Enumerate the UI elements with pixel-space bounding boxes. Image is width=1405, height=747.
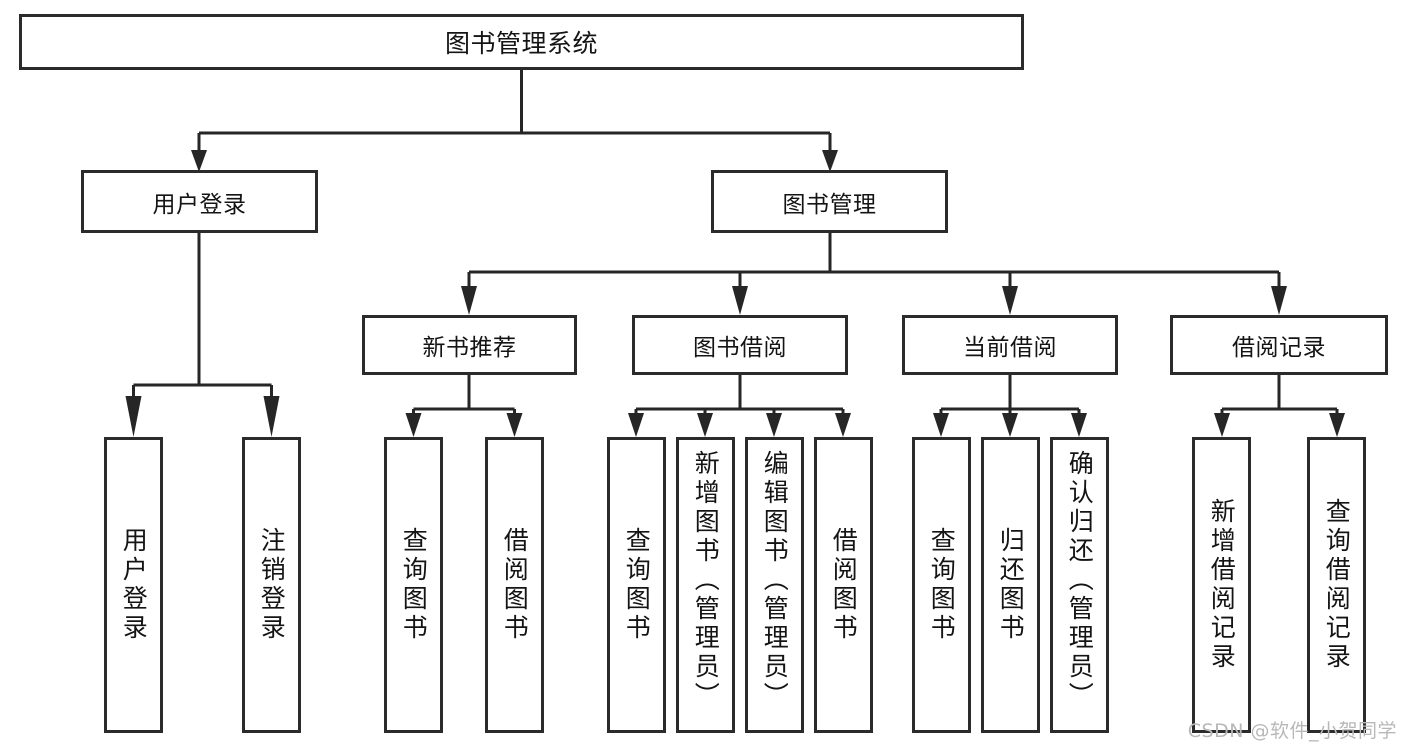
leaf-add-borrow-record[interactable]: 新增借阅记录 [1192, 437, 1251, 733]
node-label: 用户登录 [119, 527, 149, 643]
node-label: 查询图书 [399, 527, 429, 643]
node-label: 查询图书 [622, 527, 652, 643]
node-new-book-recommend[interactable]: 新书推荐 [362, 315, 577, 375]
leaf-query-book-current[interactable]: 查询图书 [912, 437, 971, 733]
leaf-return-book[interactable]: 归还图书 [981, 437, 1040, 733]
leaf-user-login[interactable]: 用户登录 [104, 437, 163, 733]
node-borrow-record[interactable]: 借阅记录 [1170, 315, 1388, 375]
node-label: 当前借阅 [963, 335, 1057, 361]
node-label: 借阅图书 [500, 527, 530, 643]
leaf-query-book-recommend[interactable]: 查询图书 [384, 437, 443, 733]
node-book-borrow[interactable]: 图书借阅 [632, 315, 848, 375]
leaf-query-book-borrow[interactable]: 查询图书 [607, 437, 666, 733]
node-label: 注销登录 [257, 527, 287, 643]
node-root-system[interactable]: 图书管理系统 [19, 14, 1024, 70]
leaf-confirm-return[interactable]: 确认归还（管理员） [1050, 437, 1109, 733]
leaf-query-borrow-record[interactable]: 查询借阅记录 [1307, 437, 1366, 733]
node-label: 图书借阅 [693, 335, 787, 361]
node-label: 新书推荐 [422, 335, 517, 361]
leaf-user-logout[interactable]: 注销登录 [242, 437, 301, 733]
node-label: 确认归还（管理员） [1065, 450, 1095, 711]
node-label: 查询图书 [927, 527, 957, 643]
leaf-add-book[interactable]: 新增图书（管理员） [676, 437, 735, 733]
leaf-edit-book[interactable]: 编辑图书（管理员） [745, 437, 804, 733]
csdn-watermark: CSDN @软件_小贺同学 [1187, 720, 1397, 742]
node-label: 查询借阅记录 [1322, 498, 1352, 672]
node-current-borrow[interactable]: 当前借阅 [902, 315, 1118, 375]
node-label: 归还图书 [996, 527, 1026, 643]
leaf-borrow-book[interactable]: 借阅图书 [814, 437, 873, 733]
node-label: 编辑图书（管理员） [760, 450, 790, 711]
node-label: 图书管理系统 [444, 29, 598, 58]
node-book-management[interactable]: 图书管理 [711, 170, 948, 233]
node-label: 新增图书（管理员） [691, 450, 721, 711]
node-label: 新增借阅记录 [1207, 498, 1237, 672]
node-label: 借阅记录 [1232, 335, 1326, 361]
node-label: 用户登录 [152, 191, 247, 218]
node-label: 图书管理 [782, 191, 877, 218]
node-user-login[interactable]: 用户登录 [81, 170, 318, 233]
node-label: 借阅图书 [829, 527, 859, 643]
leaf-borrow-book-recommend[interactable]: 借阅图书 [485, 437, 544, 733]
